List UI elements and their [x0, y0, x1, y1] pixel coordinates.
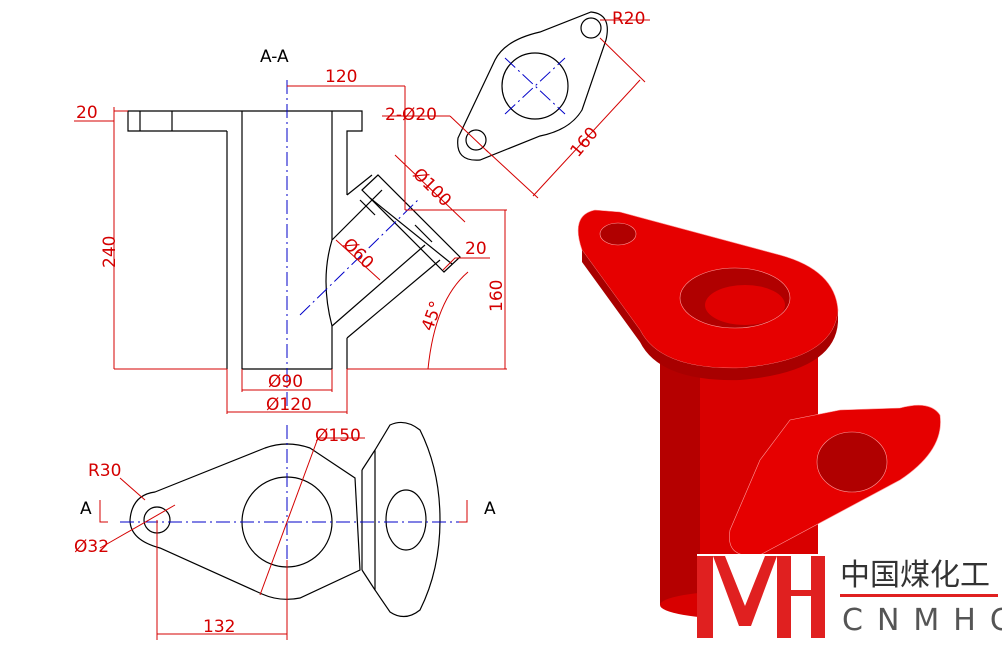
section-title: A-A	[260, 47, 289, 67]
dim-phi32: Ø32	[74, 537, 109, 557]
bolt-hole	[465, 129, 487, 151]
section-mark	[99, 500, 108, 523]
dim-r20: R20	[612, 9, 645, 29]
logo-divider	[840, 594, 998, 597]
base-plate-outline	[129, 443, 361, 600]
branch-flange-line	[369, 197, 453, 265]
section-view: A-A 120 20 240	[74, 47, 507, 415]
flange-bore	[501, 52, 569, 120]
logo: 中国煤化工 CNMHG	[697, 554, 1002, 646]
dim-line	[532, 79, 641, 197]
model-bore-inner	[705, 285, 785, 325]
dim-r30: R30	[88, 461, 121, 481]
dim-phi150: Ø150	[315, 426, 361, 446]
dim-132: 132	[203, 617, 235, 637]
leader	[119, 477, 146, 501]
model-pipe-shade	[660, 345, 700, 605]
dim-160: 160	[487, 280, 507, 312]
dim-line	[259, 437, 319, 596]
branch-bore	[331, 244, 426, 327]
section-label-left: A	[80, 499, 92, 519]
leader	[442, 257, 490, 271]
logo-mark	[697, 556, 825, 638]
branch-flange-outline	[374, 421, 441, 618]
flange-outline	[457, 11, 608, 161]
dim-angle: 45°	[418, 299, 447, 334]
branch-wall	[361, 449, 376, 471]
centerline	[504, 57, 566, 115]
branch-hole-line	[414, 224, 433, 243]
leader	[449, 115, 489, 153]
branch-wall	[361, 569, 376, 591]
dim-2-phi20: 2-Ø20	[385, 105, 437, 125]
dim-phi100: Ø100	[408, 164, 455, 211]
intersection-curve	[325, 239, 333, 327]
branch-hole-line	[359, 199, 376, 216]
dim-line	[394, 154, 466, 223]
dim-120: 120	[325, 67, 357, 87]
branch-bore	[331, 189, 383, 241]
section-label-right: A	[484, 499, 496, 519]
dim-line	[335, 239, 381, 281]
model-branch-bore	[816, 431, 888, 493]
branch-bore	[385, 489, 427, 551]
leader	[99, 504, 176, 549]
top-view: A A Ø150 R30 Ø32 132	[74, 421, 496, 640]
dim-240: 240	[100, 236, 120, 268]
dim-phi90: Ø90	[268, 372, 303, 392]
dim-160: 160	[567, 123, 603, 161]
angle-arc	[427, 271, 469, 370]
bolt-hole	[580, 17, 602, 39]
branch-wall	[346, 174, 373, 196]
branch-flange	[361, 174, 461, 273]
dim-phi120: Ø120	[266, 395, 312, 415]
dim-20: 20	[76, 103, 98, 123]
branch-centerline	[299, 197, 421, 316]
ext-line	[599, 37, 646, 83]
dim-20-branch: 20	[465, 239, 487, 259]
model-bolt-hole	[599, 222, 637, 246]
logo-text-en: CNMHG	[842, 603, 1002, 638]
centerline	[504, 57, 566, 115]
branch-wall	[346, 259, 441, 339]
ext-line	[485, 149, 539, 199]
model-3d	[577, 209, 941, 619]
model-top-flange-side	[582, 250, 838, 381]
section-mark	[459, 500, 468, 523]
dim-phi60: Ø60	[338, 234, 377, 273]
flange-outline	[127, 110, 363, 195]
logo-text-cn: 中国煤化工	[840, 558, 990, 593]
